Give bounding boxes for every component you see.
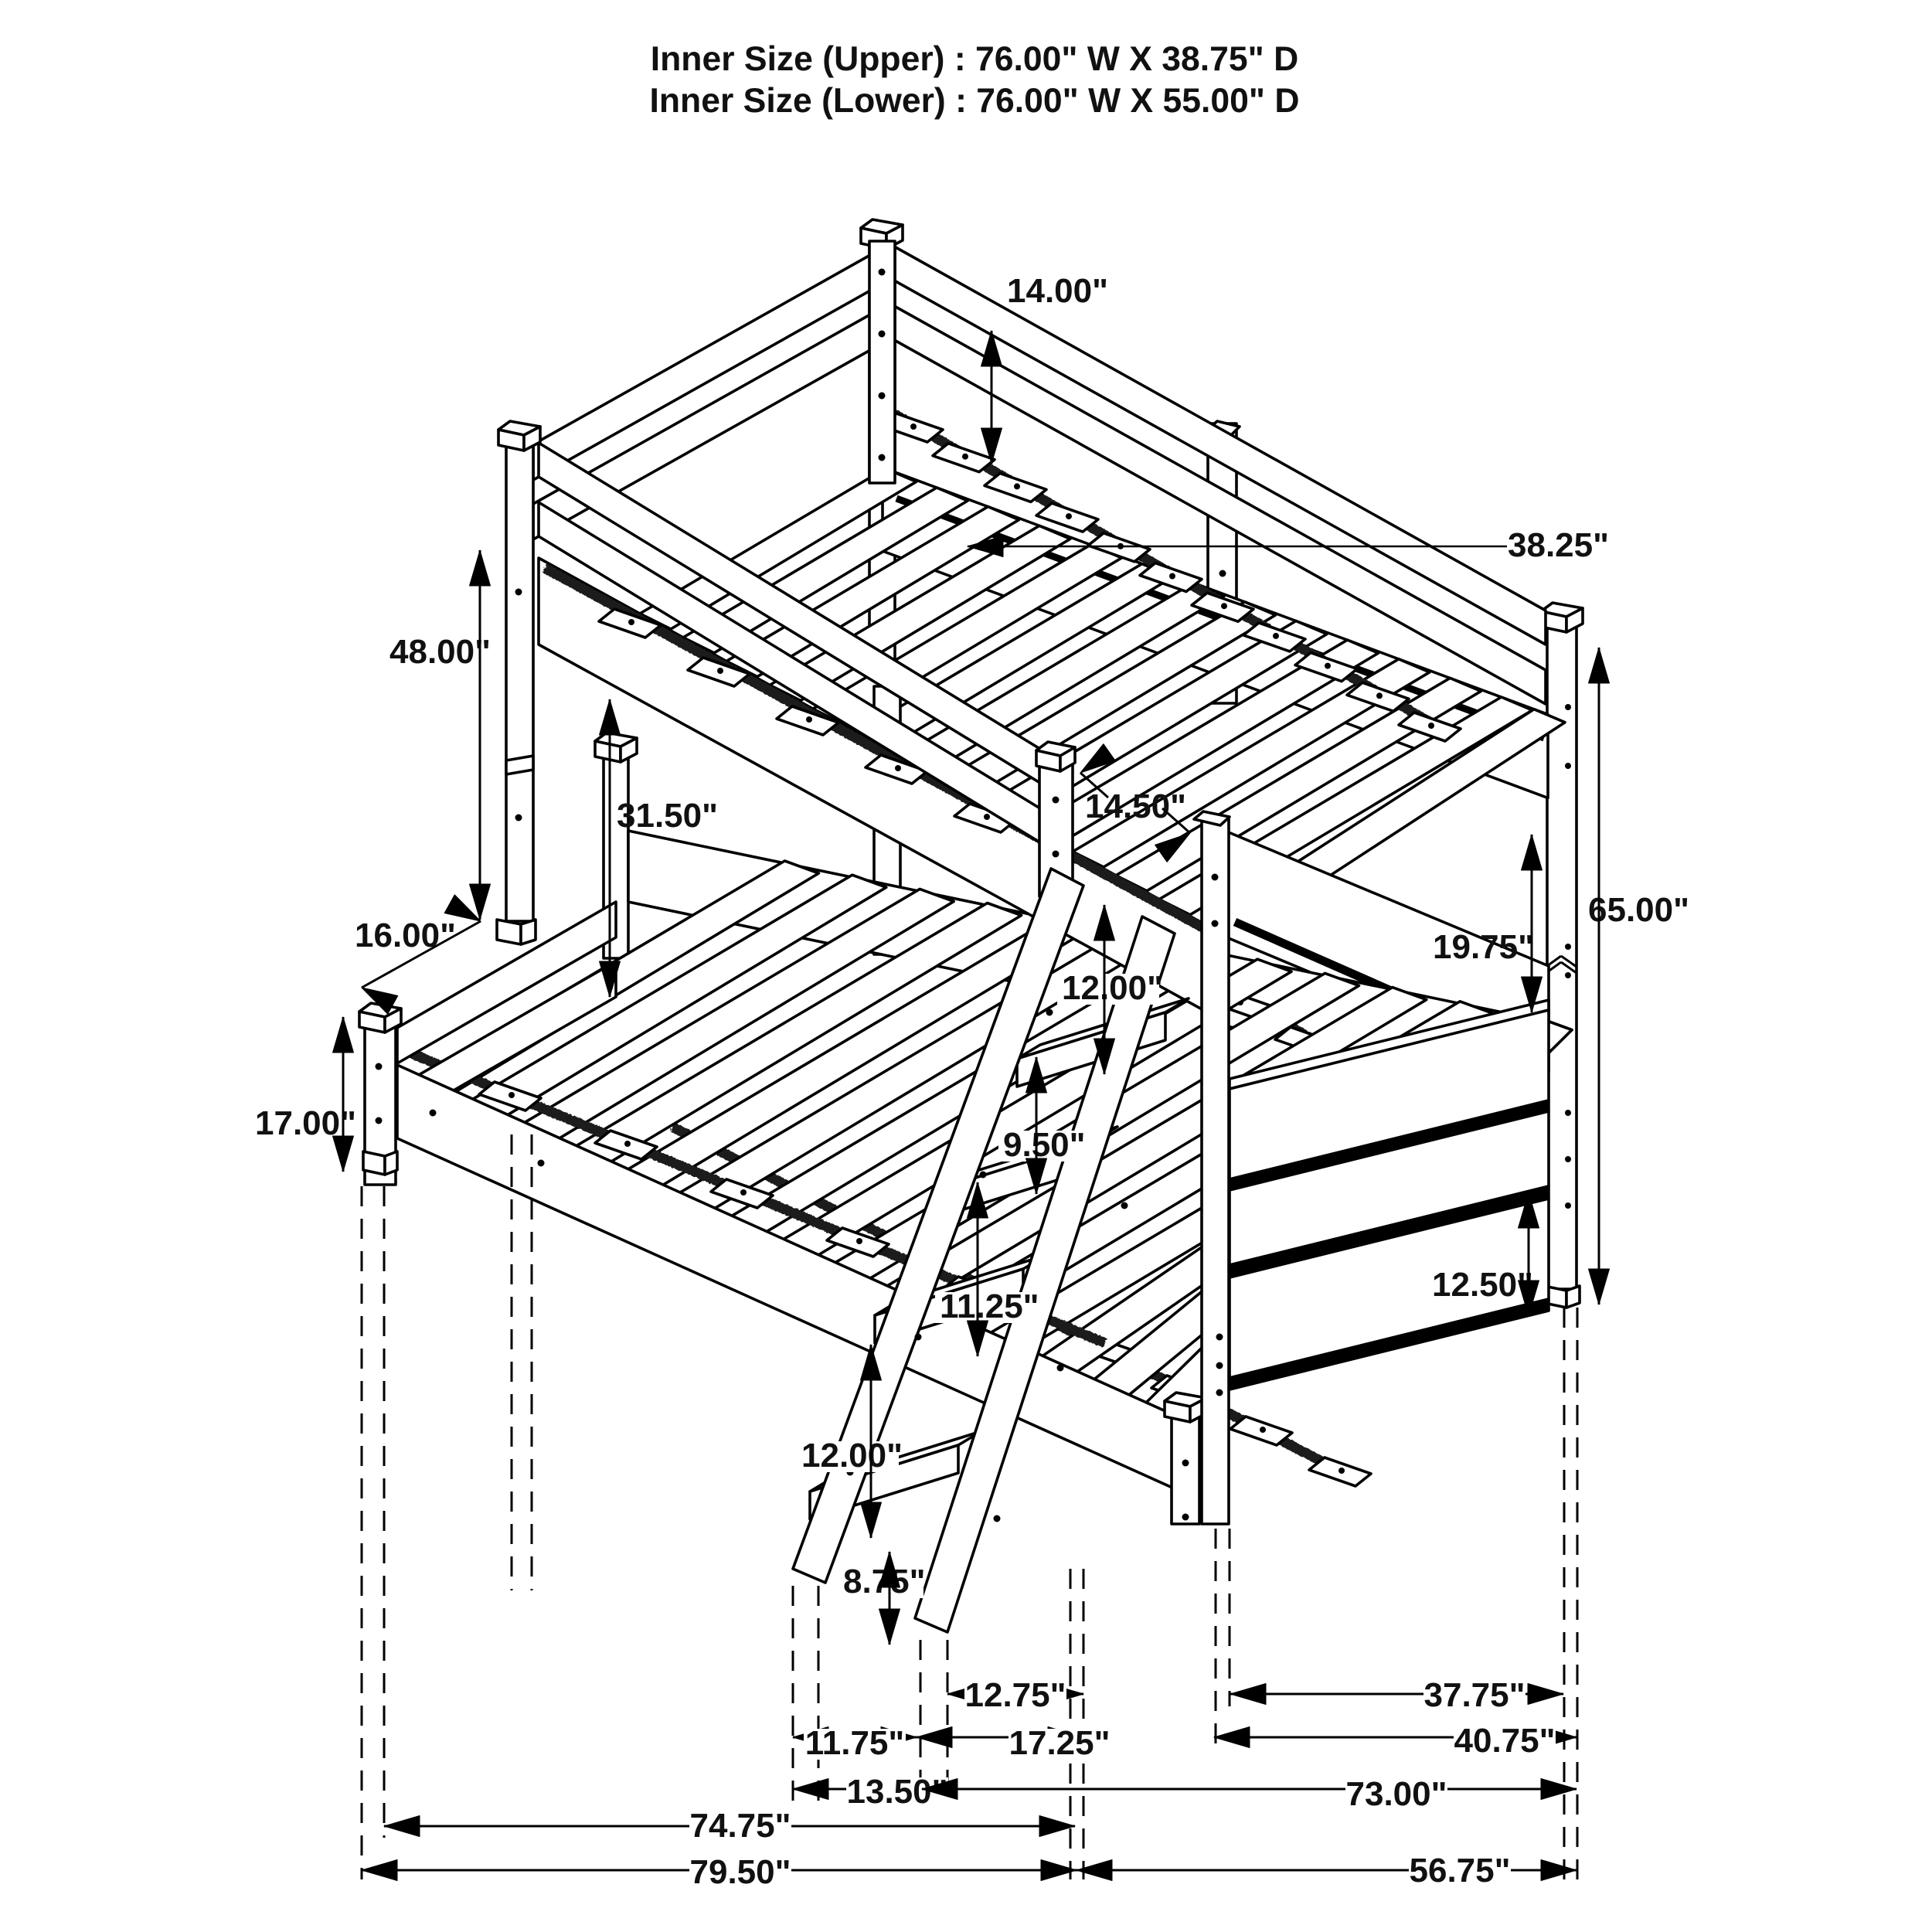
svg-text:56.75": 56.75" [1410, 1852, 1511, 1889]
svg-text:65.00": 65.00" [1588, 891, 1689, 929]
svg-text:14.00": 14.00" [1007, 272, 1108, 310]
svg-text:14.50": 14.50" [1085, 787, 1186, 825]
svg-text:12.50": 12.50" [1432, 1266, 1533, 1304]
svg-text:11.25": 11.25" [940, 1287, 1039, 1325]
svg-text:12.00": 12.00" [1062, 969, 1163, 1007]
svg-text:37.75": 37.75" [1424, 1676, 1526, 1714]
svg-text:16.00": 16.00" [355, 917, 456, 954]
svg-text:19.75": 19.75" [1433, 928, 1534, 966]
svg-text:12.00": 12.00" [801, 1437, 903, 1475]
svg-text:12.75": 12.75" [965, 1676, 1066, 1714]
svg-text:79.50": 79.50" [690, 1853, 791, 1891]
svg-text:Inner Size (Lower) : 76.00" W: Inner Size (Lower) : 76.00" W X 55.00" D [650, 82, 1300, 120]
svg-text:31.50": 31.50" [617, 797, 718, 835]
svg-text:17.25": 17.25" [1009, 1724, 1111, 1762]
svg-text:38.25": 38.25" [1508, 526, 1609, 564]
svg-text:73.00": 73.00" [1346, 1775, 1447, 1813]
svg-text:40.75": 40.75" [1454, 1722, 1556, 1760]
svg-text:Inner Size (Upper) : 76.00" W: Inner Size (Upper) : 76.00" W X 38.75" D [651, 40, 1299, 78]
svg-text:11.75": 11.75" [805, 1724, 905, 1762]
svg-text:74.75": 74.75" [690, 1807, 791, 1845]
svg-text:48.00": 48.00" [389, 633, 491, 671]
svg-text:9.50": 9.50" [1003, 1126, 1086, 1164]
